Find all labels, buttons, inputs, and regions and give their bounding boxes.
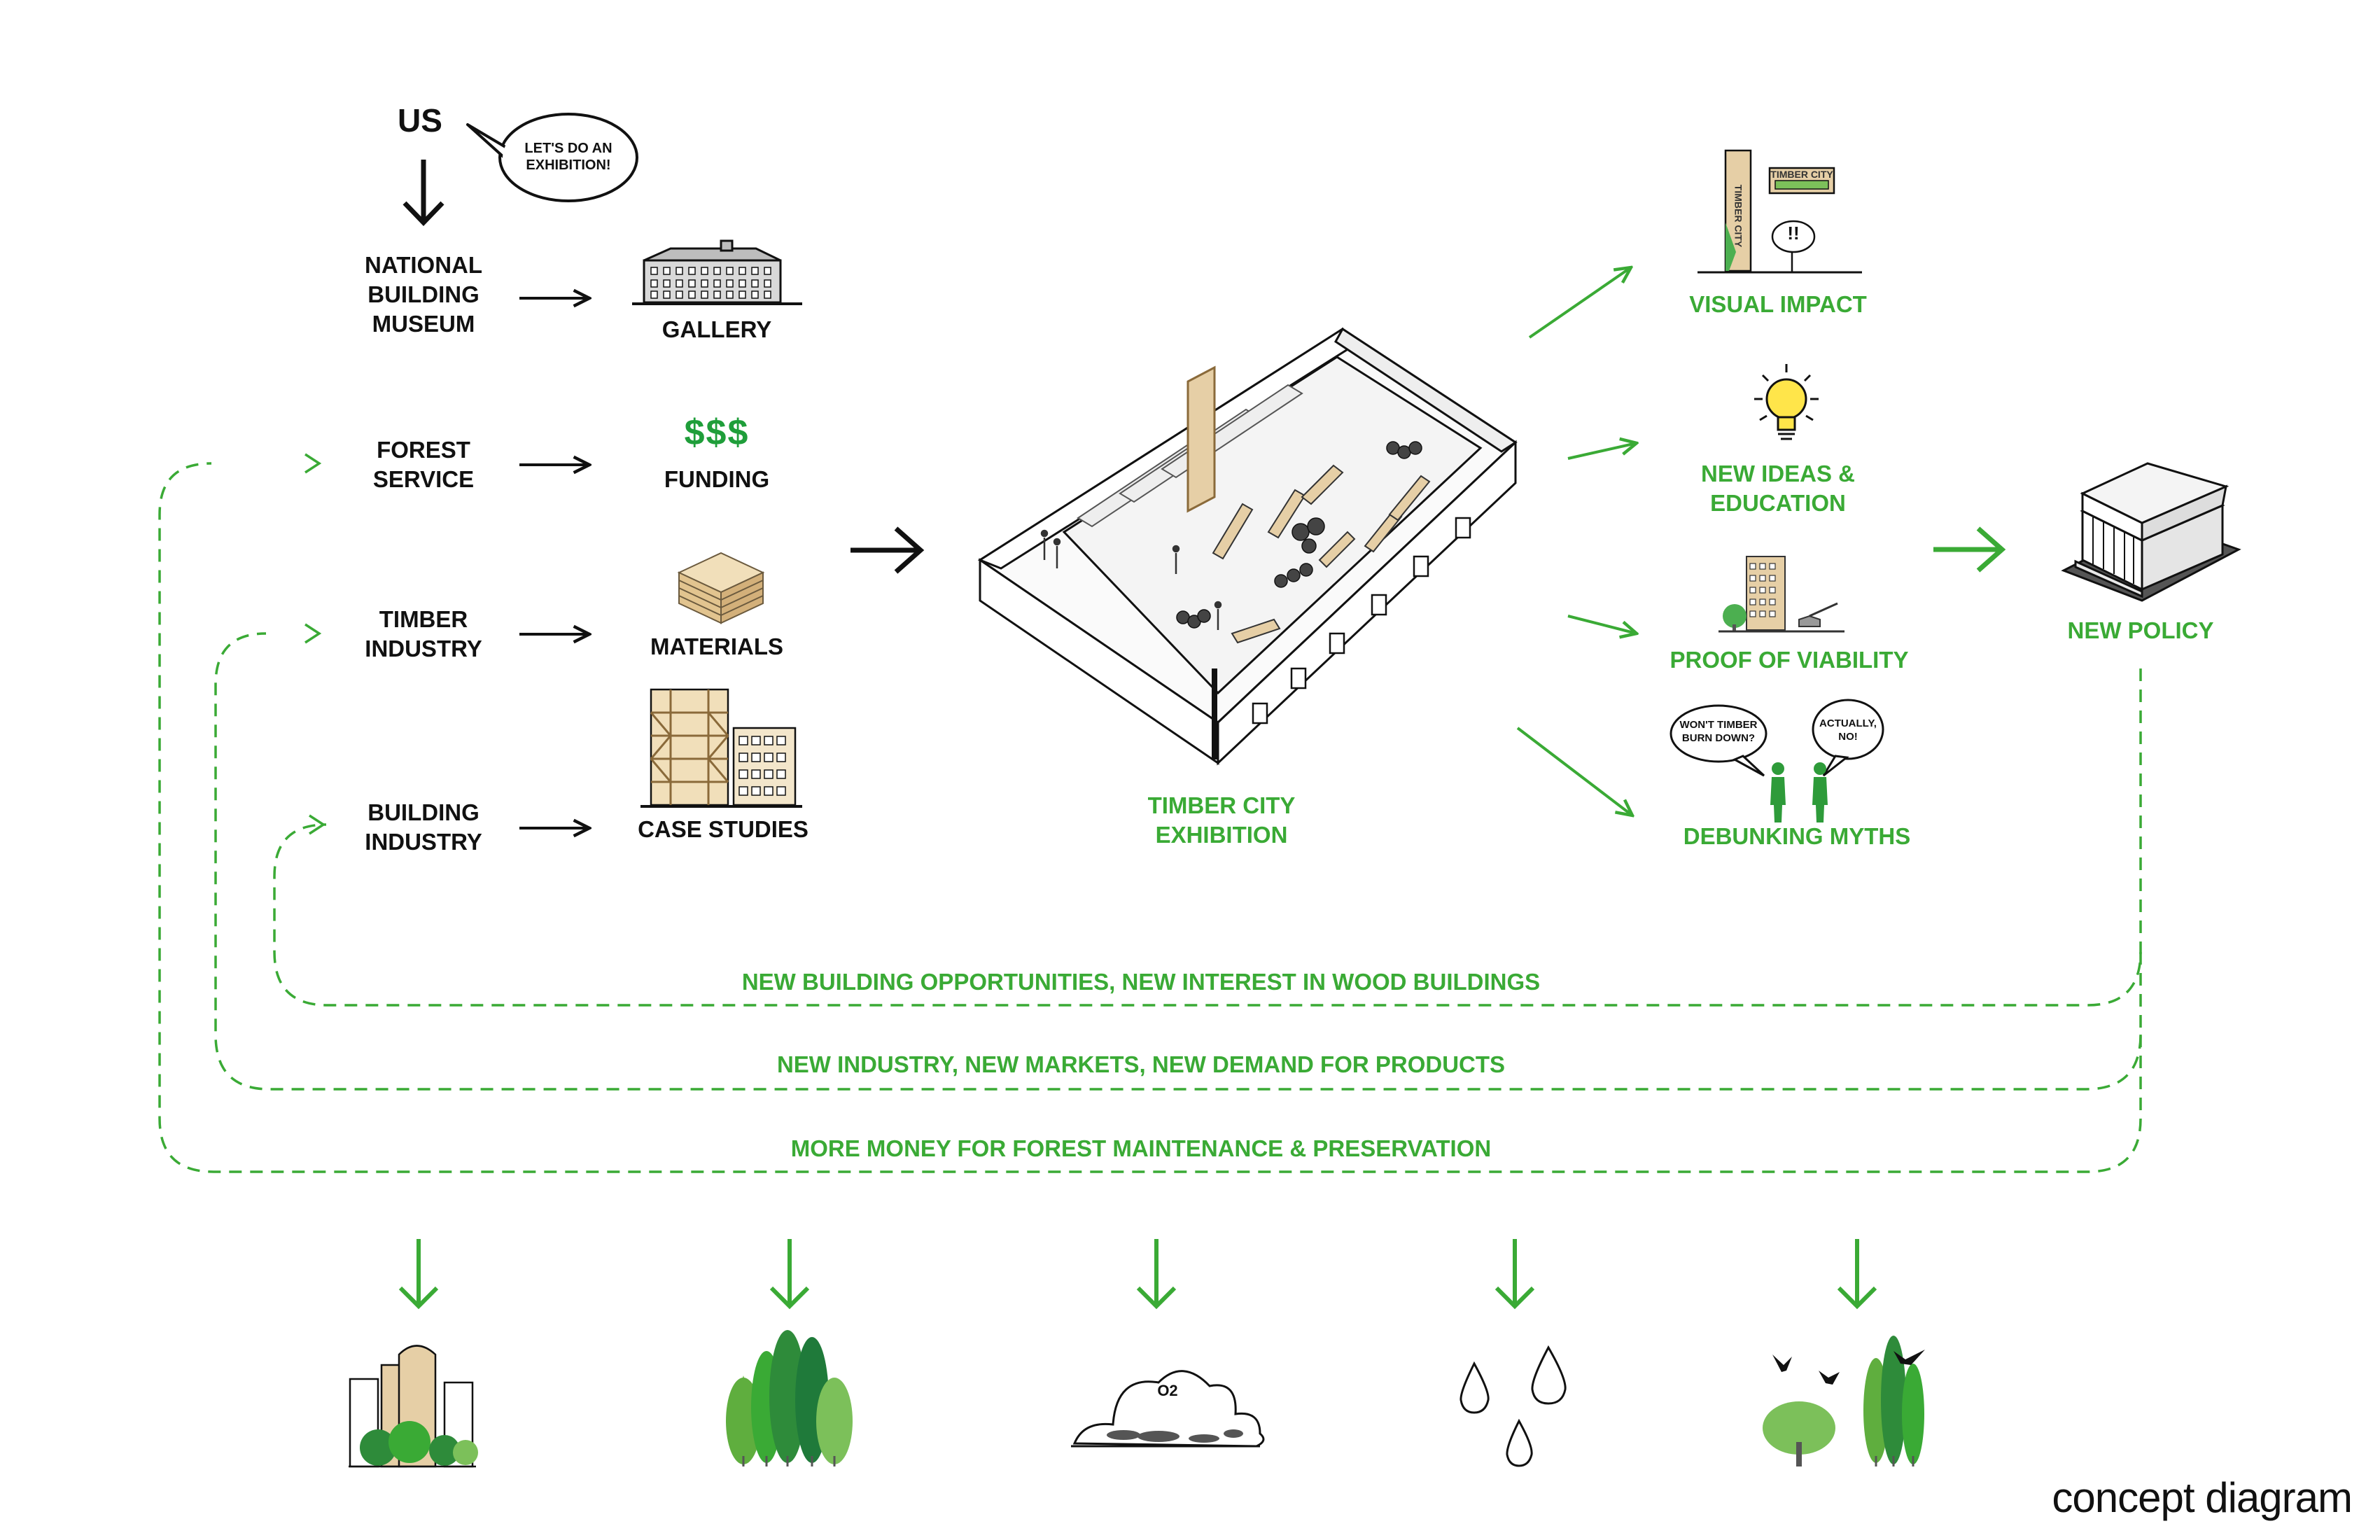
feedback-building-text: NEW BUILDING OPPORTUNITIES, NEW INTEREST…: [741, 969, 1541, 995]
outcome-visual-impact: VISUAL IMPACT: [1689, 291, 1867, 317]
stakeholder-forest-label: FOREST SERVICE: [372, 437, 475, 492]
exhibition-label: TIMBER CITY EXHIBITION: [1147, 792, 1296, 848]
water-drops-icon: [1460, 1345, 1567, 1467]
us-label: US: [398, 102, 442, 139]
timber-buildings-icon: [640, 688, 802, 808]
us-down-arrow: [402, 160, 444, 227]
stakeholder-building-label: BUILDING INDUSTRY: [365, 799, 482, 855]
sign-tower-text: TIMBER CITY: [1732, 184, 1744, 248]
lumber-stack-icon: [677, 552, 765, 624]
money-icon: $$$: [684, 412, 750, 453]
stakeholder-arrows: [519, 298, 589, 828]
museum-building-icon: [632, 239, 802, 305]
exclaim-bubble-text: !!: [1787, 223, 1800, 244]
tower-crane-icon: [1718, 556, 1844, 633]
exhibition-axonometric-drawing: [977, 327, 1518, 766]
feedback-money-text: MORE MONEY FOR FOREST MAINTENANCE & PRES…: [790, 1135, 1492, 1161]
signage-icon: [1698, 149, 1862, 274]
outcome-arrows: [1516, 267, 1637, 816]
arrow-debunking: [1516, 727, 1632, 816]
outcome-proof-viability: PROOF OF VIABILITY: [1670, 647, 1909, 673]
wildlife-forest-icon: [1763, 1336, 1925, 1466]
feedback-industry-text: NEW INDUSTRY, NEW MARKETS, NEW DEMAND FO…: [776, 1051, 1506, 1077]
oxygen-cloud-icon: [1071, 1370, 1265, 1448]
to-policy-arrow: [1933, 526, 2006, 573]
myth-answer-text: ACTUALLY, NO!: [1819, 718, 1877, 743]
outcome-debunking-myths: DEBUNKING MYTHS: [1683, 823, 1911, 849]
stakeholder-museum-label: NATIONAL BUILDING MUSEUM: [364, 252, 483, 337]
loop-money-line: [158, 462, 2142, 1173]
materials-label: MATERIALS: [650, 634, 784, 659]
loop-industry-line: [214, 632, 2142, 1091]
capitol-building-icon: [2061, 462, 2241, 602]
lightbulb-icon: [1754, 364, 1819, 440]
arrow-visual-impact: [1528, 267, 1631, 339]
us-speech-bubble: [466, 113, 638, 202]
benefit-arrows: [398, 1239, 1877, 1310]
forest-icon: [726, 1330, 853, 1466]
stakeholder-timber-label: TIMBER INDUSTRY: [365, 606, 482, 662]
arrow-proof-viability: [1567, 615, 1637, 634]
arrow-new-ideas: [1567, 443, 1637, 460]
new-policy-label: NEW POLICY: [2067, 617, 2214, 643]
feedback-loops: [158, 462, 2142, 1173]
outcome-new-ideas: NEW IDEAS & EDUCATION: [1700, 461, 1856, 516]
case-studies-label: CASE STUDIES: [638, 816, 808, 842]
loop-building-line: [273, 668, 2142, 1007]
to-exhibition-arrow: [850, 526, 925, 574]
funding-label: FUNDING: [664, 466, 770, 492]
people-talking-icon: [1670, 699, 1884, 822]
loop-arrowheads: [304, 453, 326, 835]
oxygen-symbol: O2: [1157, 1382, 1178, 1399]
green-city-icon: [349, 1345, 478, 1468]
us-bubble-text: LET'S DO AN EXHIBITION!: [524, 141, 612, 173]
myth-question-text: WON'T TIMBER BURN DOWN?: [1679, 719, 1758, 744]
caption-title: concept diagram: [2052, 1474, 2353, 1521]
gallery-label: GALLERY: [662, 316, 772, 342]
sign-board-text: TIMBER CITY: [1770, 169, 1833, 180]
